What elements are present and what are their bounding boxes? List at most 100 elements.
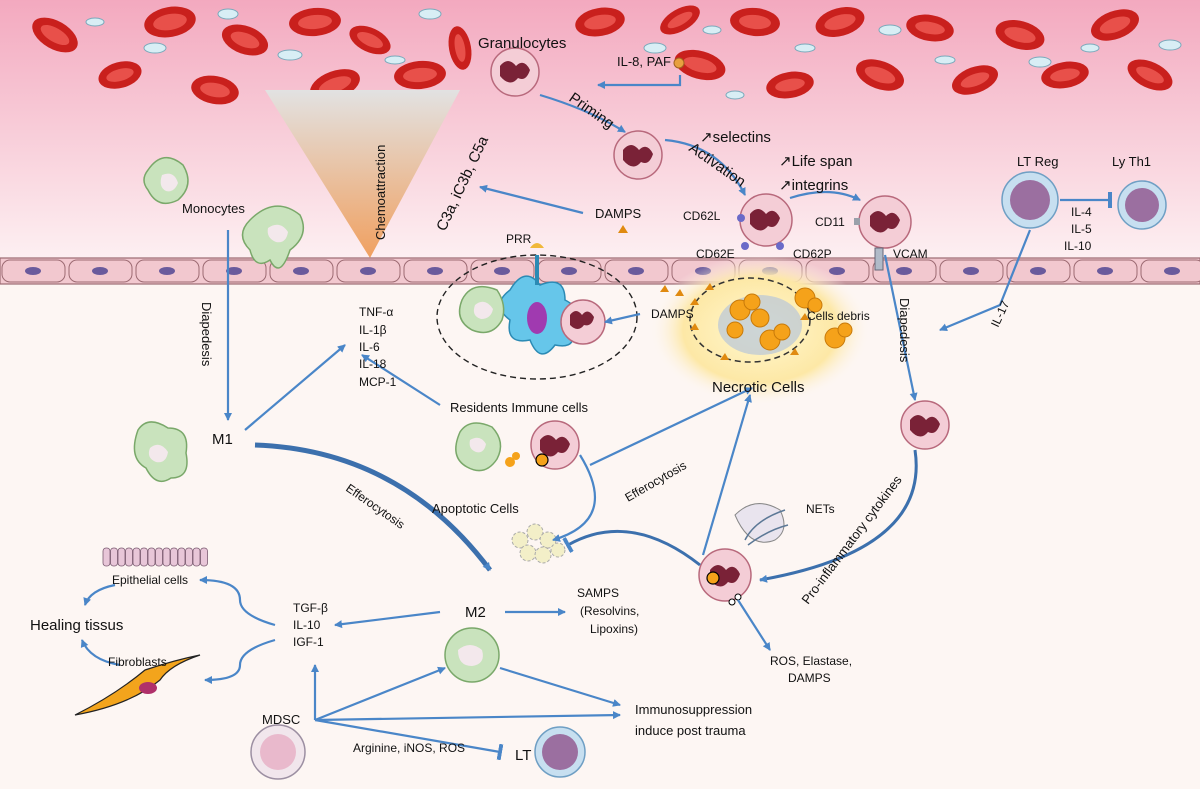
m2-macrophage [444, 627, 500, 683]
label-epithelial-cells: Epithelial cells [112, 573, 188, 587]
neutrophil-primed [613, 130, 663, 180]
label-il18: IL-18 [359, 357, 387, 371]
epithelial-cell [177, 547, 186, 567]
epithelial-cell [170, 547, 178, 567]
arrow-m2-to-immunosuppression [499, 666, 621, 707]
epithelial-cell [102, 547, 111, 567]
endothelial-nucleus [25, 267, 41, 275]
arrow-to-ros [737, 599, 771, 651]
epithelial-cells-row [102, 547, 208, 567]
endothelial-nucleus [628, 267, 644, 275]
endothelial-nucleus [829, 267, 845, 275]
label-cd62l: CD62L [683, 209, 721, 223]
il8-paf-molecule [673, 57, 685, 69]
epithelial-cell [185, 547, 193, 567]
label-m1: M1 [212, 431, 233, 448]
label-necrotic-cells: Necrotic Cells [712, 379, 805, 396]
epithelial-cell [140, 547, 148, 567]
endothelial-nucleus [561, 267, 577, 275]
arrow-residents-to-cytokines [361, 354, 441, 406]
neutrophil-adherent [854, 195, 912, 271]
endothelial-nucleus [896, 267, 912, 275]
label-diapedesis-left: Diapedesis [199, 302, 214, 367]
label-prr: PRR [506, 232, 532, 246]
label-damps-mid: DAMPS [651, 307, 694, 321]
label-il8-paf: IL-8, PAF [617, 54, 671, 69]
epithelial-cell [147, 547, 156, 567]
necrotic-outline [689, 277, 811, 363]
lt-reg-cell [1001, 171, 1059, 229]
label-lipoxins: Lipoxins) [590, 622, 638, 636]
damps-molecules [618, 225, 809, 360]
label-il5: IL-5 [1071, 222, 1092, 236]
residents-neutrophil-efferocytosis [530, 420, 580, 470]
label-immunosuppression: Immunosuppression [635, 702, 752, 717]
label-residents: Residents Immune cells [450, 400, 588, 415]
arrow-m2-to-tgf [334, 610, 441, 629]
dendritic-cell [499, 243, 578, 355]
cell-debris [726, 287, 853, 351]
chemoattraction-gradient [265, 90, 460, 258]
label-diapedesis-right: Diapedesis [897, 298, 912, 363]
endothelial-nucleus [226, 267, 242, 275]
label-il4: IL-4 [1071, 205, 1092, 219]
endothelial-nucleus [1097, 267, 1113, 275]
arrow-epithelial-to-healing [83, 583, 116, 606]
arrow-m1-to-cytokines [244, 344, 346, 431]
label-integrins: ↗integrins [779, 177, 848, 194]
monocyte-extravasating [241, 205, 305, 269]
net-neutrophil [698, 503, 789, 606]
label-cd62e: CD62E [696, 247, 735, 261]
resident-neutrophil [560, 299, 606, 345]
neutrophil-rolling [737, 193, 793, 250]
endothelial-nucleus [494, 267, 510, 275]
epithelial-cell [192, 547, 201, 567]
epithelial-cell [125, 547, 133, 567]
label-granulocytes: Granulocytes [478, 35, 566, 52]
label-apoptotic-cells: Apoptotic Cells [432, 501, 519, 516]
arrow-to-necrotic [589, 387, 753, 466]
endothelial-nucleus [1164, 267, 1180, 275]
ly-th1-cell [1117, 180, 1167, 230]
label-selectins: ↗selectins [700, 129, 771, 146]
label-il10-top: IL-10 [1064, 239, 1092, 253]
label-fibroblasts: Fibroblasts [108, 655, 167, 669]
endothelium-layer [0, 257, 1200, 285]
label-lt-reg: LT Reg [1017, 154, 1058, 169]
label-life-span: ↗Life span [779, 153, 852, 170]
endothelial-nucleus [92, 267, 108, 275]
label-nets: NETs [806, 502, 835, 516]
label-chemoattraction: Chemoattraction [373, 145, 388, 240]
label-il6: IL-6 [359, 340, 380, 354]
label-mdsc: MDSC [262, 712, 300, 727]
arrow-il17 [939, 229, 1032, 332]
arrow-net-to-necrotic [701, 394, 752, 556]
arrow-pro-inflammatory [759, 449, 918, 583]
epithelial-cell [117, 547, 126, 567]
inhibit-net-to-apoptotic [562, 529, 701, 567]
label-resolvins: (Resolvins, [580, 604, 639, 618]
label-cd62p: CD62P [793, 247, 832, 261]
epithelial-cell [162, 547, 171, 567]
epithelial-cell [132, 547, 141, 567]
arrow-il8-to-granulocyte [597, 75, 682, 89]
arrow-diapedesis-neutrophil [883, 254, 918, 401]
label-ros-elastase: ROS, Elastase, [770, 654, 852, 668]
arrow-activation [664, 138, 746, 196]
label-il1b: IL-1β [359, 323, 387, 337]
neutrophil-transmigrated [900, 400, 950, 450]
label-igf1: IGF-1 [293, 635, 324, 649]
label-healing-tissus: Healing tissus [30, 617, 123, 634]
label-induce-post-trauma: induce post trauma [635, 723, 746, 738]
residents-macrophage-efferocytosis [455, 422, 520, 472]
arrow-fibroblast-to-healing [80, 639, 121, 667]
label-vcam: VCAM [893, 247, 928, 261]
label-samps: SAMPS [577, 586, 619, 600]
arrow-tgf-to-fibroblast [204, 638, 276, 684]
endothelial-nucleus [963, 267, 979, 275]
arrow-efferocytosis-right [552, 454, 596, 542]
arrow-tgf-to-epithelial [199, 576, 276, 627]
epithelial-cell [155, 547, 163, 567]
